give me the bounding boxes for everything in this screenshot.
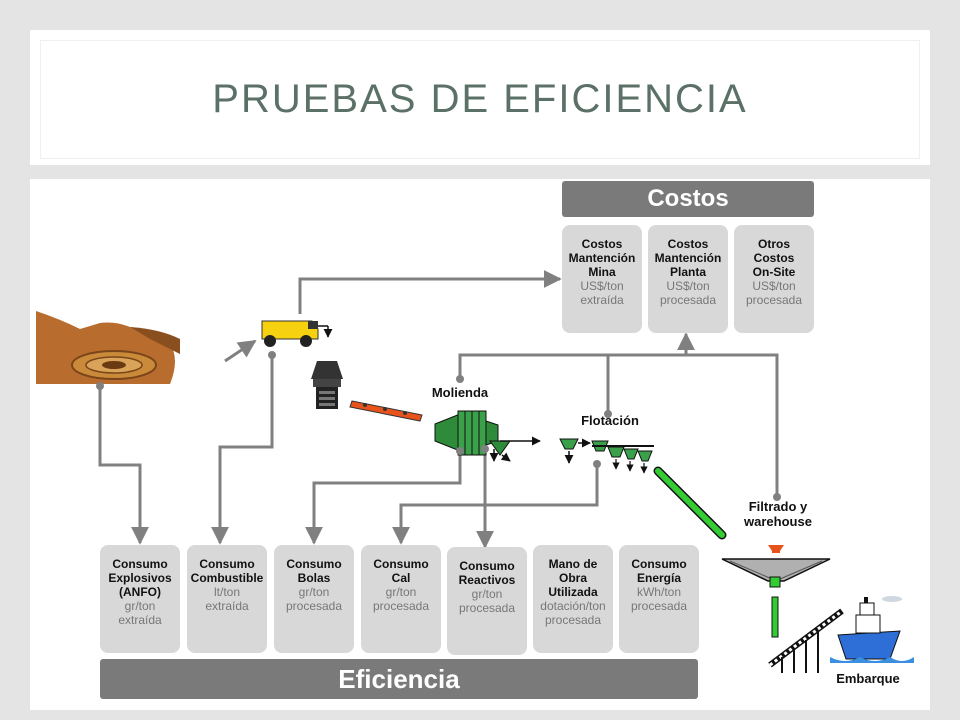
title-separator <box>30 165 930 179</box>
flotation-cells-icon <box>559 410 654 474</box>
efficiency-box-title: Consumo Bolas <box>286 557 342 585</box>
ship-icon <box>768 596 914 673</box>
efficiency-box-unit: gr/ton procesada <box>458 587 516 615</box>
efficiency-box-title: Consumo Cal <box>373 557 429 585</box>
costos-banner: Costos <box>562 181 814 217</box>
efficiency-box-energia: Consumo Energía kWh/ton procesada <box>619 545 699 653</box>
slide-title: PRUEBAS DE EFICIENCIA <box>212 77 748 121</box>
molienda-label: Molienda <box>431 385 489 400</box>
efficiency-box-unit: gr/ton extraída <box>118 599 162 627</box>
cost-box-otros: Otros Costos On-Site US$/ton procesada <box>734 225 814 333</box>
cost-box-title: Costos Mantención Planta <box>654 237 722 279</box>
crusher-icon <box>311 361 343 409</box>
cost-box-title: Otros Costos On-Site <box>752 237 796 279</box>
efficiency-box-title: Consumo Explosivos (ANFO) <box>108 557 172 599</box>
connector-truck-to-costs-mina <box>298 270 562 314</box>
efficiency-box-title: Consumo Combustible <box>190 557 264 585</box>
connector-bolas <box>305 451 462 545</box>
cost-box-unit: US$/ton extraída <box>580 279 624 307</box>
efficiency-box-title: Consumo Reactivos <box>458 559 516 587</box>
costos-banner-label: Costos <box>647 185 729 212</box>
efficiency-box-explosivos: Consumo Explosivos (ANFO) gr/ton extraíd… <box>100 545 180 653</box>
efficiency-box-title: Consumo Energía <box>631 557 687 585</box>
filtrado-label: Filtrado y warehouse <box>744 499 812 529</box>
efficiency-box-bolas: Consumo Bolas gr/ton procesada <box>274 545 354 653</box>
connector-pit-to-truck <box>224 339 257 363</box>
flotacion-label: Flotación <box>581 413 639 428</box>
diagram-graphics <box>36 270 914 673</box>
connector-filtrado-to-costs <box>686 353 779 497</box>
efficiency-box-reactivos: Consumo Reactivos gr/ton procesada <box>447 547 527 655</box>
efficiency-box-mano-de-obra: Mano de Obra Utilizada dotación/ton proc… <box>533 545 613 653</box>
connector-explosivos <box>98 386 149 545</box>
title-inner: PRUEBAS DE EFICIENCIA <box>40 40 920 159</box>
efficiency-box-combustible: Consumo Combustible lt/ton extraída <box>187 545 267 653</box>
eficiencia-banner: Eficiencia <box>100 659 698 699</box>
grinding-mill-icon <box>434 375 541 462</box>
process-diagram: Costos Costos Mantención Mina US$/ton ex… <box>30 179 930 710</box>
embarque-label: Embarque <box>836 671 900 686</box>
cost-box-unit: US$/ton procesada <box>659 279 717 307</box>
open-pit-mine-icon <box>36 311 180 390</box>
title-box: PRUEBAS DE EFICIENCIA <box>30 30 930 165</box>
eficiencia-banner-label: Eficiencia <box>338 663 460 694</box>
cost-box-mina: Costos Mantención Mina US$/ton extraída <box>562 225 642 333</box>
cost-box-unit: US$/ton procesada <box>745 279 803 307</box>
connector-lines <box>98 270 779 549</box>
concentrate-pipe-icon <box>653 466 727 540</box>
connector-molienda-to-costs <box>458 353 686 379</box>
efficiency-box-cal: Consumo Cal gr/ton procesada <box>361 545 441 653</box>
connector-cal <box>392 464 599 545</box>
haul-truck-icon <box>261 320 333 359</box>
efficiency-box-unit: kWh/ton procesada <box>630 585 688 613</box>
thickener-icon <box>721 493 831 638</box>
conveyor-icon <box>349 400 423 422</box>
efficiency-box-unit: lt/ton extraída <box>205 585 249 613</box>
efficiency-box-unit: gr/ton procesada <box>285 585 343 613</box>
efficiency-box-title: Mano de Obra Utilizada <box>548 557 598 599</box>
efficiency-box-unit: dotación/ton procesada <box>540 599 606 627</box>
connector-combustible <box>211 355 274 545</box>
cost-box-planta: Costos Mantención Planta US$/ton procesa… <box>648 225 728 333</box>
cost-box-title: Costos Mantención Mina <box>568 237 636 279</box>
efficiency-box-unit: gr/ton procesada <box>372 585 430 613</box>
